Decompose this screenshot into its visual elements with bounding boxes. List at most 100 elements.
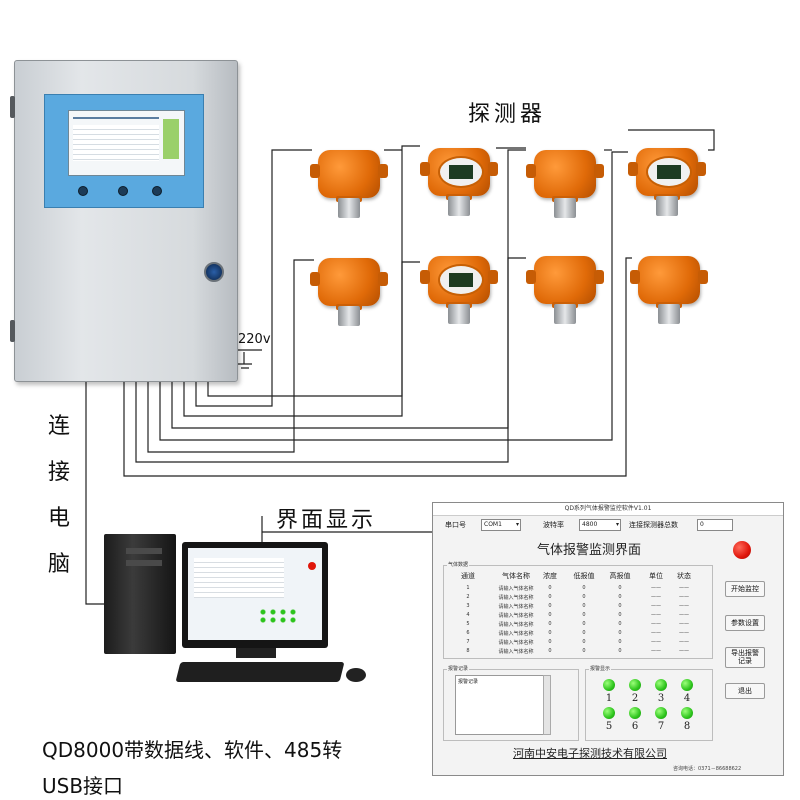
table-cell: 0 — [618, 594, 622, 600]
table-cell: 0 — [582, 648, 586, 654]
baud-label: 波特率 — [543, 521, 564, 529]
channel-led-icon — [629, 707, 641, 719]
table-cell: 7 — [466, 639, 470, 645]
port-select[interactable]: COM1 ▾ — [481, 519, 521, 531]
company-name: 河南中安电子探测技术有限公司 — [513, 747, 667, 760]
table-cell: 0 — [582, 621, 586, 627]
gas-data-legend: 气体数据 — [447, 561, 470, 568]
alarm-log-text: 报警记录 — [458, 679, 479, 685]
alarm-log-group — [443, 669, 579, 741]
params-button[interactable]: 参数设置 — [725, 615, 765, 631]
table-cell: 0 — [582, 639, 586, 645]
table-cell: 0 — [618, 612, 622, 618]
wire-1 — [195, 149, 312, 407]
pc-tower — [104, 534, 176, 654]
table-cell: —— — [679, 612, 689, 618]
monitor-stand — [236, 648, 276, 658]
baud-select[interactable]: 4800 ▾ — [579, 519, 621, 531]
channel-led-icon — [655, 707, 667, 719]
pc-wire — [85, 380, 104, 605]
table-cell: 0 — [582, 585, 586, 591]
display-label: 界面显示 — [276, 508, 377, 533]
phone-text: 咨询电话：0371－86688622 — [673, 766, 742, 772]
table-cell: 0 — [548, 621, 552, 627]
table-cell: 请输入气体名称 — [498, 631, 534, 637]
alarm-log-scrollbar[interactable] — [543, 675, 551, 735]
channel-number: 7 — [657, 721, 665, 732]
channel-number: 2 — [631, 693, 639, 704]
channel-led-icon — [681, 679, 693, 691]
export-alarm-button[interactable]: 导出报警 记录 — [725, 647, 765, 668]
table-cell: 0 — [548, 612, 552, 618]
table-cell: 0 — [548, 594, 552, 600]
table-cell: —— — [651, 594, 661, 600]
main-title: 气体报警监测界面 — [537, 543, 642, 558]
wire-6 — [207, 261, 420, 397]
mouse — [346, 668, 366, 682]
start-monitor-button[interactable]: 开始监控 — [725, 581, 765, 597]
table-cell: —— — [651, 612, 661, 618]
table-cell: 4 — [466, 612, 470, 618]
detector-1 — [308, 142, 390, 222]
cabinet-hinge-bottom — [10, 320, 15, 342]
table-cell: 2 — [466, 594, 470, 600]
total-label: 连接探测器总数 — [629, 521, 678, 529]
channel-led-icon — [603, 707, 615, 719]
table-cell: 0 — [618, 630, 622, 636]
table-cell: 6 — [466, 630, 470, 636]
wire-7 — [135, 257, 526, 463]
table-cell: 0 — [582, 612, 586, 618]
channel-number: 4 — [683, 693, 691, 704]
connect-char-1: 连 — [47, 414, 70, 439]
table-cell: —— — [651, 585, 661, 591]
alarm-log-textarea[interactable]: 报警记录 — [455, 675, 545, 735]
table-cell: —— — [679, 621, 689, 627]
table-cell: 0 — [618, 639, 622, 645]
exit-button[interactable]: 退出 — [725, 683, 765, 699]
voltage-label: 220v — [238, 332, 271, 347]
channel-number: 6 — [631, 721, 639, 732]
chevron-down-icon: ▾ — [615, 521, 619, 528]
table-cell: 请输入气体名称 — [498, 613, 534, 619]
col-gas-name: 气体名称 — [502, 572, 530, 580]
table-cell: —— — [679, 594, 689, 600]
channel-led-icon — [629, 679, 641, 691]
channel-number: 8 — [683, 721, 691, 732]
connect-char-2: 接 — [47, 460, 70, 485]
col-high-alarm: 高报值 — [609, 572, 631, 580]
alarm-light-icon — [733, 541, 751, 559]
table-cell: 0 — [548, 639, 552, 645]
table-cell: 0 — [582, 630, 586, 636]
detector-6 — [418, 248, 500, 328]
table-cell: 0 — [582, 594, 586, 600]
port-label: 串口号 — [445, 521, 466, 529]
cabinet-indicator-2 — [118, 186, 128, 196]
channel-number: 3 — [657, 693, 665, 704]
table-cell: 0 — [618, 603, 622, 609]
cabinet-indicator-1 — [78, 186, 88, 196]
col-channel: 通道 — [461, 572, 475, 580]
window-title: QD系列气体报警监控软件V1.01 — [433, 503, 783, 516]
detector-8 — [628, 248, 710, 328]
table-cell: —— — [679, 639, 689, 645]
table-cell: 0 — [548, 648, 552, 654]
table-cell: —— — [679, 603, 689, 609]
detector-7 — [524, 248, 606, 328]
table-cell: 0 — [548, 603, 552, 609]
table-cell: —— — [679, 630, 689, 636]
table-cell: —— — [651, 603, 661, 609]
caption-line-2: USB接口 — [42, 774, 124, 798]
col-low-alarm: 低报值 — [573, 572, 595, 580]
wire-link-d — [628, 129, 715, 151]
port-value: COM1 — [484, 521, 502, 528]
cabinet-screen — [68, 110, 185, 176]
baud-value: 4800 — [582, 521, 598, 528]
table-cell: —— — [651, 630, 661, 636]
pc-monitor-screen — [188, 548, 322, 640]
export-label-1: 导出报警 — [731, 649, 759, 657]
total-field[interactable]: 0 — [697, 519, 733, 531]
table-cell: 请输入气体名称 — [498, 604, 534, 610]
table-cell: 0 — [548, 585, 552, 591]
table-cell: —— — [651, 621, 661, 627]
table-cell: 0 — [618, 621, 622, 627]
